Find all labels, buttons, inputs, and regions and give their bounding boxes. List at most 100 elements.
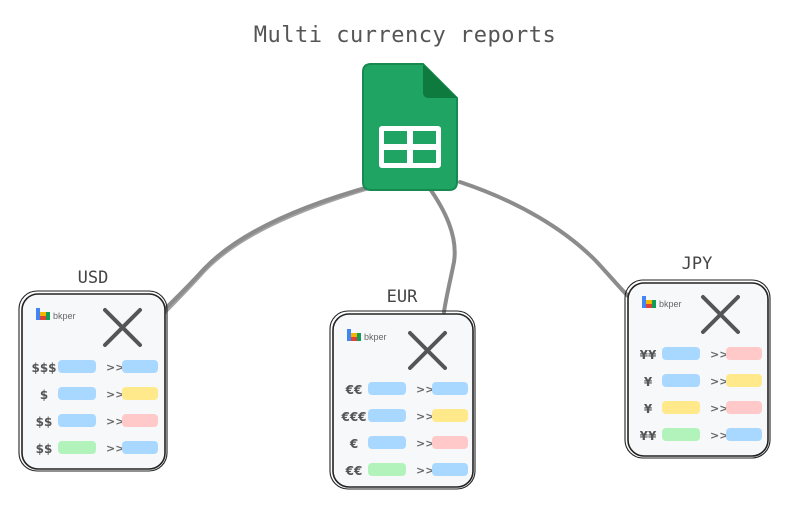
book-label-usd: USD: [78, 268, 109, 288]
arrow-label: >>: [106, 442, 124, 455]
right-value-pill: [432, 382, 468, 395]
ledger-row: $ >>: [40, 387, 158, 402]
close-x-icon: [103, 308, 142, 347]
connector-jpy: [458, 180, 630, 298]
arrow-label: >>: [106, 388, 124, 401]
left-value-pill: [368, 463, 406, 476]
bkper-logo-bar: [357, 333, 361, 341]
ledger-row: €€ >>: [345, 463, 468, 478]
ledger-row: ¥ >>: [644, 374, 762, 389]
ledger-row: ¥ >>: [644, 401, 762, 416]
book-rows-usd: $$$ >> $ >> $$ >> $$ >>: [31, 360, 158, 456]
left-value-pill: [58, 414, 96, 427]
book-eur: EUR bkper €€ >> €€€ >> € >> €€ >>: [329, 287, 476, 490]
book-usd: USD bkper $$$ >> $ >> $$ >> $$ >>: [18, 268, 168, 472]
arrow-label: >>: [416, 464, 434, 477]
left-value-pill: [368, 382, 406, 395]
ledger-row: €€€ >>: [340, 409, 468, 424]
arrow-label: >>: [416, 383, 434, 396]
currency-symbol: €€: [345, 383, 363, 397]
left-value-pill: [662, 374, 700, 387]
ledger-row: $$ >>: [36, 414, 158, 429]
arrow-label: >>: [106, 361, 124, 374]
right-value-pill: [122, 414, 158, 427]
connector-usd-shadow: [158, 187, 370, 320]
connectors: [158, 180, 630, 320]
left-value-pill: [368, 409, 406, 422]
ledger-row: € >>: [349, 436, 468, 451]
arrow-label: >>: [106, 415, 124, 428]
right-value-pill: [726, 428, 762, 441]
right-value-pill: [432, 436, 468, 449]
bkper-logo-bar: [351, 337, 359, 341]
close-x-icon: [408, 331, 447, 370]
ledger-row: $$ >>: [36, 441, 158, 456]
left-value-pill: [662, 428, 700, 441]
bkper-logo-bar: [351, 333, 359, 337]
left-value-pill: [58, 360, 96, 373]
bkper-logo-bar: [652, 300, 656, 308]
bkper-logo-bar: [642, 296, 646, 308]
sheets-icon-cell: [413, 131, 436, 144]
sheets-icon-cell: [384, 131, 407, 144]
right-value-pill: [432, 409, 468, 422]
book-label-eur: EUR: [387, 287, 418, 307]
bkper-logo-bar: [36, 308, 40, 320]
arrow-label: >>: [710, 429, 728, 442]
bkper-logo-text: bkper: [659, 299, 682, 309]
currency-symbol: ¥¥: [640, 429, 657, 443]
connector-usd: [160, 184, 374, 314]
currency-symbol: ¥: [644, 375, 653, 389]
bkper-logo-text: bkper: [364, 332, 387, 342]
currency-symbol: $$: [36, 415, 53, 429]
bkper-logo: bkper: [36, 308, 76, 321]
sheets-icon: [362, 63, 458, 191]
left-value-pill: [662, 401, 700, 414]
right-value-pill: [726, 347, 762, 360]
bkper-logo-bar: [46, 312, 50, 320]
currency-symbol: ¥: [644, 402, 653, 416]
currency-symbol: $$: [36, 442, 53, 456]
book-rows-eur: €€ >> €€€ >> € >> €€ >>: [340, 382, 468, 478]
currency-symbol: $$$: [31, 361, 56, 375]
currency-symbol: ¥¥: [640, 348, 657, 362]
close-x-icon: [701, 295, 740, 334]
book-jpy: JPY bkper ¥¥ >> ¥ >> ¥ >> ¥¥ >>: [624, 254, 771, 459]
arrow-label: >>: [416, 437, 434, 450]
arrow-label: >>: [710, 375, 728, 388]
book-card-jpy-outline: [624, 279, 771, 459]
bkper-logo-bar: [347, 329, 351, 341]
sheets-icon-cell: [413, 150, 436, 163]
currency-symbol: €: [349, 437, 358, 451]
bkper-logo: bkper: [347, 329, 387, 342]
bkper-logo-bar: [646, 304, 654, 308]
currency-symbol: $: [40, 388, 48, 402]
sheets-icon-fold: [423, 64, 457, 98]
currency-symbol: €€: [345, 464, 363, 478]
bkper-logo: bkper: [642, 296, 682, 309]
arrow-label: >>: [710, 402, 728, 415]
arrow-label: >>: [416, 410, 434, 423]
bkper-logo-bar: [646, 300, 654, 304]
currency-symbol: €€€: [340, 410, 366, 424]
left-value-pill: [58, 387, 96, 400]
sheets-icon-cell: [384, 150, 407, 163]
right-value-pill: [122, 441, 158, 454]
book-card-eur-outline: [329, 310, 476, 490]
left-value-pill: [662, 347, 700, 360]
bkper-logo-text: bkper: [53, 311, 76, 321]
right-value-pill: [432, 463, 468, 476]
ledger-row: ¥¥ >>: [640, 428, 762, 443]
right-value-pill: [726, 401, 762, 414]
ledger-row: ¥¥ >>: [640, 347, 762, 362]
bkper-logo-bar: [40, 312, 48, 316]
connector-eur: [426, 184, 457, 314]
book-rows-jpy: ¥¥ >> ¥ >> ¥ >> ¥¥ >>: [640, 347, 762, 443]
ledger-row: €€ >>: [345, 382, 468, 397]
right-value-pill: [122, 387, 158, 400]
book-label-jpy: JPY: [682, 254, 713, 274]
arrow-label: >>: [710, 348, 728, 361]
right-value-pill: [726, 374, 762, 387]
left-value-pill: [368, 436, 406, 449]
